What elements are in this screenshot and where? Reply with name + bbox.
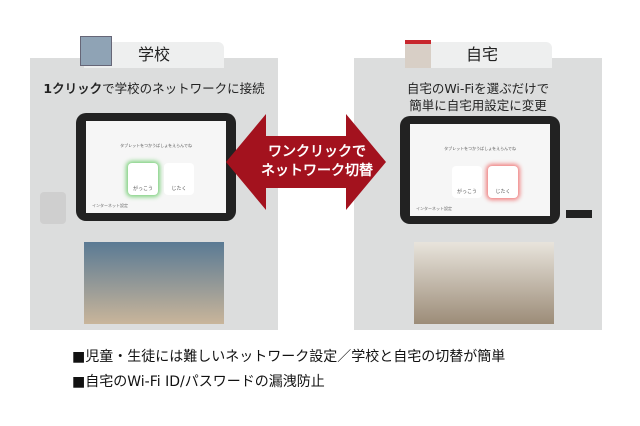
settings-link[interactable]: インターネット設定 bbox=[92, 203, 128, 208]
school-button[interactable]: がっこう bbox=[128, 163, 158, 195]
home-tab: 自宅 bbox=[412, 42, 552, 68]
tablet-prompt: タブレットをつかうばしょをえらんでね bbox=[120, 143, 192, 148]
school-caption: 1クリックで学校のネットワークに接続 bbox=[43, 81, 265, 96]
double-arrow-icon bbox=[226, 114, 386, 210]
house-icon bbox=[405, 40, 431, 68]
home-caption: 自宅のWi-Fiを選ぶだけで簡単に自宅用設定に変更 bbox=[406, 81, 550, 113]
switch-arrow bbox=[226, 114, 386, 210]
settings-link[interactable]: インターネット設定 bbox=[416, 206, 452, 211]
arrow-label: ワンクリックでネットワーク切替 bbox=[261, 144, 373, 179]
school-building-icon bbox=[80, 36, 112, 66]
bullet-point: ■自宅のWi-Fi ID/パスワードの漏洩防止 bbox=[72, 374, 325, 390]
bullet-point: ■児童・生徒には難しいネットワーク設定／学校と自宅の切替が簡単 bbox=[72, 349, 506, 365]
wifi-access-point-icon bbox=[40, 192, 66, 224]
home-button[interactable]: じたく bbox=[164, 163, 194, 195]
home-study-photo bbox=[414, 242, 554, 324]
school-tablet: タブレットをつかうばしょをえらんでね がっこう じたく インターネット設定 bbox=[76, 113, 236, 221]
tablet-prompt: タブレットをつかうばしょをえらんでね bbox=[444, 146, 516, 151]
home-button[interactable]: じたく bbox=[488, 166, 518, 198]
classroom-photo bbox=[84, 242, 224, 324]
home-tablet: タブレットをつかうばしょをえらんでね がっこう じたく インターネット設定 bbox=[400, 116, 560, 224]
wifi-router-icon bbox=[566, 210, 592, 218]
school-button[interactable]: がっこう bbox=[452, 166, 482, 198]
